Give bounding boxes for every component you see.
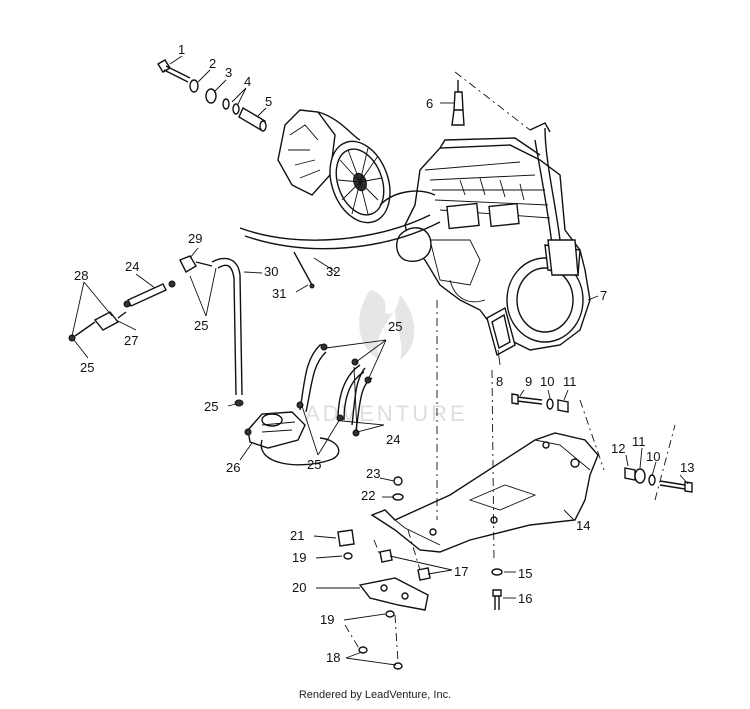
recoil-starter xyxy=(277,109,391,224)
watermark: ADVENTURE xyxy=(305,290,468,426)
part-label: 8 xyxy=(496,374,503,389)
part-label: 1 xyxy=(178,42,185,57)
part-label: 31 xyxy=(272,286,286,301)
bolt-15-16 xyxy=(491,568,503,610)
part-label: 18 xyxy=(326,650,340,665)
part-label: 19 xyxy=(292,550,306,565)
part-label: 19 xyxy=(320,612,334,627)
engine xyxy=(396,137,591,357)
part-label: 29 xyxy=(188,231,202,246)
part-label: 21 xyxy=(290,528,304,543)
engine-mount-plate xyxy=(370,432,599,553)
part-label: 14 xyxy=(576,518,590,533)
spark-plug xyxy=(451,80,465,126)
part-label: 27 xyxy=(124,333,138,348)
part-label: 11 xyxy=(632,434,646,449)
part-label: 6 xyxy=(426,96,433,111)
part-label: 4 xyxy=(244,74,251,89)
part-label: 20 xyxy=(292,580,306,595)
part-label: 13 xyxy=(680,460,694,475)
part-label: 10 xyxy=(540,374,554,389)
nut-18 xyxy=(358,646,403,670)
part-label: 25 xyxy=(194,318,208,333)
part-label: 28 xyxy=(74,268,88,283)
part-label: 25 xyxy=(204,399,218,414)
part-label: 12 xyxy=(611,441,625,456)
part-label: 25 xyxy=(388,319,402,334)
part-label: 32 xyxy=(326,264,340,279)
part-label: 25 xyxy=(307,457,321,472)
part-label: 7 xyxy=(600,288,607,303)
bolt-assembly xyxy=(157,59,267,132)
part-label: 17 xyxy=(454,564,468,579)
part-label: 30 xyxy=(264,264,278,279)
part-label: 10 xyxy=(646,449,660,464)
part-label: 25 xyxy=(80,360,94,375)
part-labels: 1 2 3 4 5 6 7 8 9 10 11 10 11 12 13 14 1… xyxy=(74,42,694,665)
assembly-lines xyxy=(344,71,676,663)
part-label: 22 xyxy=(361,488,375,503)
pin-31 xyxy=(293,251,315,289)
part-label: 11 xyxy=(563,374,577,389)
part-label: 23 xyxy=(366,466,380,481)
part-label: 26 xyxy=(226,460,240,475)
part-label: 5 xyxy=(265,94,272,109)
watermark-text: ADVENTURE xyxy=(305,401,468,426)
part-label: 24 xyxy=(125,259,139,274)
fuel-line-assembly xyxy=(68,255,244,407)
mount-hardware-right xyxy=(511,393,693,493)
part-label: 24 xyxy=(386,432,400,447)
part-label: 16 xyxy=(518,591,532,606)
bracket-20 xyxy=(358,577,429,618)
part-label: 2 xyxy=(209,56,216,71)
part-label: 3 xyxy=(225,65,232,80)
part-label: 15 xyxy=(518,566,532,581)
spark-plug-wire xyxy=(529,122,579,276)
fuel-pump xyxy=(244,343,373,466)
mount-hardware-center xyxy=(337,476,431,581)
leader-lines xyxy=(71,55,689,666)
footer-credit: Rendered by LeadVenture, Inc. xyxy=(298,689,452,701)
throttle-cables xyxy=(239,190,441,250)
part-label: 9 xyxy=(525,374,532,389)
